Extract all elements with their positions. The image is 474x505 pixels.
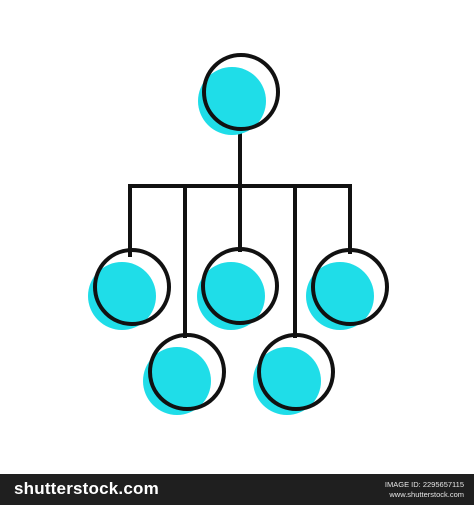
hierarchy-tree-icon: [88, 53, 389, 415]
child-node-right: [306, 248, 389, 330]
image-id-label: IMAGE ID: 2295657115: [384, 480, 464, 489]
child-node-center: [197, 247, 279, 330]
child-node-bottom-left: [143, 333, 226, 415]
shutterstock-logo: shutterstock.com: [14, 479, 159, 498]
stock-footer-bar: shutterstock.com IMAGE ID: 2295657115 ww…: [0, 474, 474, 505]
connector-lines: [128, 129, 352, 338]
image-meta: IMAGE ID: 2295657115 www.shutterstock.co…: [385, 480, 464, 500]
site-url-label: www.shutterstock.com: [389, 490, 464, 499]
child-node-left: [88, 248, 171, 330]
child-node-bottom-right: [253, 333, 335, 415]
root-node: [198, 53, 280, 135]
